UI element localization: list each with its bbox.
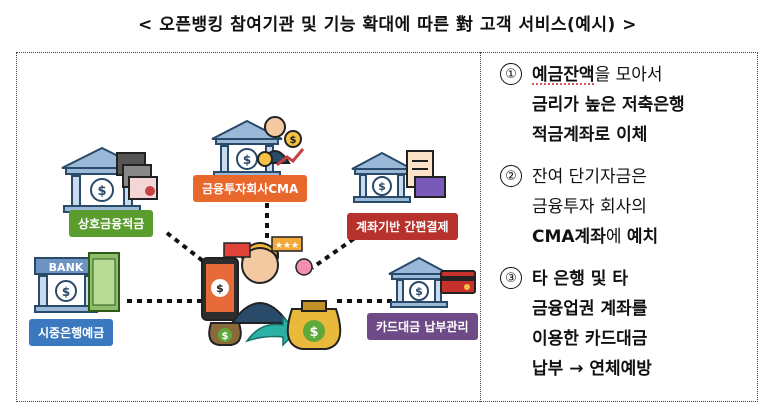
emphasis-text: 납부 → 연체예방: [532, 359, 652, 379]
item-line: 납부 → 연체예방: [500, 354, 760, 384]
item-line: 금융투자 회사의: [500, 192, 760, 222]
svg-text:$: $: [378, 180, 386, 193]
cards-icon: [116, 152, 158, 200]
item-line: CMA계좌에 예치: [500, 222, 760, 252]
service-item-1: ① 예금잔액을 모아서 금리가 높은 저축은행 적금계좌로 이체: [500, 60, 760, 150]
item-number: ②: [500, 165, 522, 187]
svg-text:$: $: [309, 325, 318, 340]
label-cma: 금융투자회사CMA: [193, 175, 308, 202]
item-number: ①: [500, 63, 522, 85]
plain-text: 금융투자 회사의: [532, 197, 647, 217]
plain-text: 에: [605, 227, 627, 247]
emphasis-text: 예치: [626, 227, 659, 247]
service-list: ① 예금잔액을 모아서 금리가 높은 저축은행 적금계좌로 이체 ② 잔여 단기…: [500, 60, 760, 396]
service-item-3: ③ 타 은행 및 타 금융업권 계좌를 이용한 카드대금 납부 → 연체예방: [500, 264, 760, 384]
label-bank-deposit: 시중은행예금: [29, 319, 114, 346]
svg-text:★★★: ★★★: [275, 241, 299, 251]
item-number: ③: [500, 267, 522, 289]
money-bag-icon-small: $: [208, 322, 242, 346]
service-item-2: ② 잔여 단기자금은 금융투자 회사의 CMA계좌에 예치: [500, 162, 760, 252]
plain-text: 을 모아서: [594, 65, 663, 85]
bank-sign-text: BANK: [49, 261, 84, 274]
emphasis-text: 금리가 높은 저축은행: [532, 95, 685, 115]
illustration-svg: $ $ $: [34, 116, 476, 350]
svg-text:$: $: [62, 285, 70, 299]
item-line: 이용한 카드대금: [500, 324, 760, 354]
smartphone-icon: $: [201, 257, 239, 321]
item-line: 적금계좌로 이체: [500, 120, 760, 150]
item-line: 잔여 단기자금은: [500, 162, 760, 192]
svg-text:$: $: [243, 153, 251, 167]
emphasis-text: 예금잔액: [532, 65, 595, 85]
label-simple-payment: 계좌기반 간편결제: [347, 213, 458, 240]
receipt-card-icon: [406, 150, 446, 198]
bank-sign-building-icon: BANK $: [34, 257, 98, 313]
svg-text:$: $: [216, 282, 224, 295]
money-bag-icon-large: $: [286, 300, 342, 350]
emphasis-text: CMA계좌: [532, 227, 606, 247]
emphasis-text: 금융업권 계좌를: [532, 299, 648, 319]
credit-card-icon: [440, 270, 476, 294]
customer-person-icon: ★★★: [223, 236, 313, 324]
investor-icon: $: [257, 116, 305, 167]
plain-text: 잔여 단기자금은: [532, 167, 647, 187]
open-banking-illustration: $ $ $: [17, 53, 479, 401]
emphasis-text: 이용한 카드대금: [532, 329, 648, 349]
content-frame: [16, 52, 758, 402]
svg-text:$: $: [222, 331, 229, 342]
item-line: 금융업권 계좌를: [500, 294, 760, 324]
label-mutual-savings: 상호금융적금: [69, 210, 154, 237]
svg-text:$: $: [415, 285, 423, 298]
cash-stack-icon: [88, 252, 120, 312]
bank-building-icon-payment: $: [351, 151, 413, 203]
item-line: 금리가 높은 저축은행: [500, 90, 760, 120]
svg-text:$: $: [97, 184, 106, 199]
item-line: 타 은행 및 타: [500, 264, 760, 294]
page-title: < 오픈뱅킹 참여기관 및 기능 확대에 따른 對 고객 서비스(예시) >: [138, 15, 637, 35]
frame-divider: [480, 52, 481, 402]
emphasis-text: 적금계좌로 이체: [532, 125, 648, 145]
svg-text:$: $: [290, 135, 297, 146]
item-line: 예금잔액을 모아서: [500, 60, 760, 90]
label-card-payment: 카드대금 납부관리: [367, 313, 478, 340]
emphasis-text: 타 은행 및 타: [532, 269, 628, 289]
